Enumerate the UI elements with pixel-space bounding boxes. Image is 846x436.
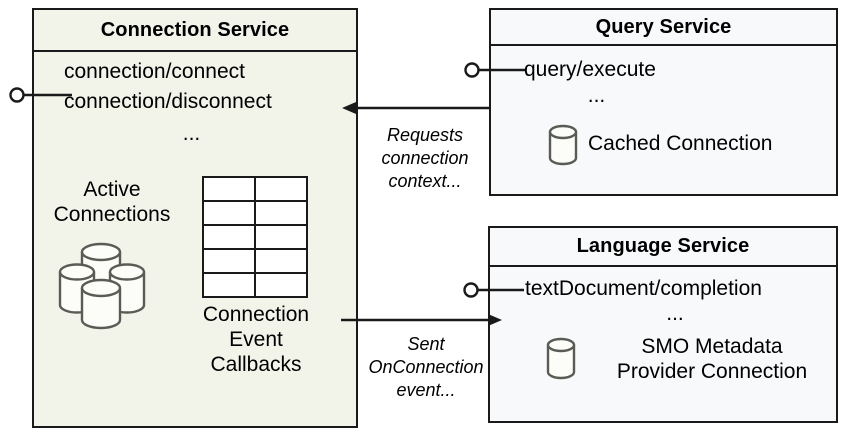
table-cell	[204, 226, 254, 248]
connection-endpoint-disconnect: connection/disconnect	[64, 90, 272, 113]
connection-table-glyph	[202, 176, 308, 298]
language-endpoint-ellipsis: ...	[666, 302, 684, 325]
table-cell	[256, 226, 306, 248]
language-service-title: Language Service	[490, 228, 836, 267]
language-endpoint-completion: textDocument/completion	[525, 277, 762, 300]
sent-onconnection-event-label: Sent OnConnection event...	[368, 334, 484, 401]
query-service-component[interactable]: Query Service	[489, 8, 838, 196]
cached-connection-label: Cached Connection	[588, 132, 773, 155]
table-cell	[204, 178, 254, 200]
connection-event-callbacks-label: Connection Event Callbacks	[202, 303, 310, 376]
sent-onconnection-event-arrow	[341, 314, 502, 326]
connection-endpoint-ellipsis: ...	[182, 122, 201, 145]
table-cell	[256, 274, 306, 296]
table-cell	[204, 202, 254, 224]
active-connections-label: Active Connections	[53, 178, 171, 226]
table-cell	[204, 250, 254, 272]
query-endpoint-ellipsis: ...	[587, 84, 606, 107]
table-cell	[256, 178, 306, 200]
connection-endpoint-connect: connection/connect	[64, 60, 245, 83]
requests-connection-context-arrow	[342, 102, 489, 114]
table-cell	[204, 274, 254, 296]
language-service-component[interactable]: Language Service	[488, 226, 838, 423]
table-cell	[256, 202, 306, 224]
query-service-title: Query Service	[491, 10, 836, 46]
requests-connection-context-label: Requests connection context...	[381, 125, 469, 192]
smo-metadata-provider-connection-label: SMO Metadata Provider Connection	[616, 335, 808, 383]
query-endpoint-execute: query/execute	[524, 58, 656, 81]
connection-service-title: Connection Service	[34, 10, 356, 52]
table-cell	[256, 250, 306, 272]
